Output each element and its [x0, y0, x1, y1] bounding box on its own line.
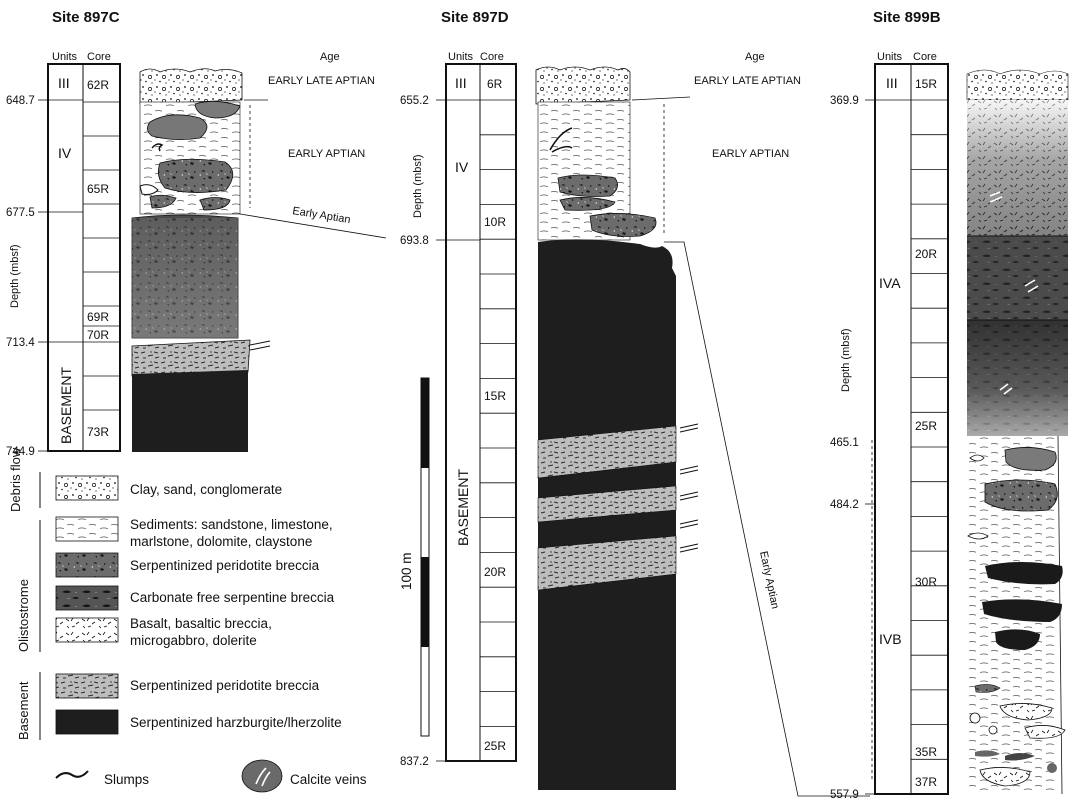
- depth-label: 484.2: [830, 499, 859, 511]
- depth-label: 655.2: [400, 95, 429, 107]
- legend-group-label: Debris flow: [8, 447, 23, 512]
- legend: Debris flow Olistostrome Basement Clay, …: [8, 447, 367, 793]
- age-label: EARLY APTIAN: [288, 148, 365, 160]
- unit-label: IV: [58, 145, 72, 161]
- legend-label: Calcite veins: [290, 772, 367, 787]
- core-header: Core: [913, 51, 937, 63]
- depth-label: 837.2: [400, 756, 429, 768]
- age-label: EARLY LATE APTIAN: [694, 75, 801, 87]
- legend-group-label: Olistostrome: [16, 579, 31, 652]
- calcite-vein-icon: [241, 759, 283, 793]
- legend-swatch: [55, 709, 119, 735]
- correlation-label: Early Aptian: [757, 550, 781, 610]
- correlation-label: Early Aptian: [292, 205, 352, 226]
- legend-label: marlstone, dolomite, claystone: [130, 534, 312, 549]
- legend-swatch: [55, 552, 119, 578]
- core-label: 70R: [87, 328, 109, 342]
- legend-swatch: [55, 673, 119, 699]
- units-header: Units: [448, 51, 474, 63]
- depth-axis-label: Depth (mbsf): [9, 244, 21, 308]
- core-column: [445, 63, 517, 762]
- core-label: 62R: [87, 78, 109, 92]
- site-title: Site 899B: [873, 9, 941, 26]
- age-label: EARLY LATE APTIAN: [268, 75, 375, 87]
- slump-icon: [55, 770, 89, 779]
- unit-label: BASEMENT: [58, 367, 74, 444]
- age-header: Age: [320, 51, 340, 63]
- lithology-log: [535, 66, 699, 790]
- legend-group-label: Debris flow: [8, 447, 23, 512]
- depth-axis-label: Depth (mbsf): [840, 328, 852, 392]
- legend-label: Slumps: [104, 772, 149, 787]
- depth-axis-label: Depth (mbsf): [412, 154, 424, 218]
- legend-label: Carbonate free serpentine breccia: [130, 590, 335, 605]
- depth-label: 744.9: [6, 446, 35, 458]
- unit-label: III: [58, 75, 70, 91]
- legend-group-label: Basement: [16, 681, 31, 740]
- depth-label: 677.5: [6, 207, 35, 219]
- legend-label: Serpentinized harzburgite/lherzolite: [130, 715, 342, 730]
- core-header: Core: [480, 51, 504, 63]
- site-899b: Site 899B Units Core 369.9 465.1 484.2 5…: [830, 9, 1069, 801]
- units-header: Units: [877, 51, 903, 63]
- core-label: 6R: [487, 77, 503, 91]
- depth-label: 648.7: [6, 95, 35, 107]
- site-title: Site 897C: [52, 9, 120, 26]
- core-label: 65R: [87, 182, 109, 196]
- age-header: Age: [745, 51, 765, 63]
- legend-swatch: [55, 617, 119, 643]
- age-label: EARLY APTIAN: [712, 148, 789, 160]
- unit-label: BASEMENT: [455, 469, 471, 546]
- unit-label: IV: [455, 159, 469, 175]
- core-label: 37R: [915, 775, 937, 789]
- legend-swatch: [55, 585, 119, 611]
- unit-label: IVB: [879, 631, 902, 647]
- core-label: 73R: [87, 425, 109, 439]
- core-column: [47, 63, 121, 452]
- core-label: 15R: [484, 389, 506, 403]
- legend-swatch: [55, 516, 119, 542]
- legend-label: microgabbro, dolerite: [130, 633, 257, 648]
- unit-label: III: [886, 75, 898, 91]
- core-label: 15R: [915, 77, 937, 91]
- depth-label: 557.9: [830, 789, 859, 801]
- legend-swatch: [55, 475, 119, 501]
- scale-bar-label: 100 m: [399, 552, 414, 590]
- core-label: 10R: [484, 215, 506, 229]
- legend-label: Sediments: sandstone, limestone,: [130, 517, 333, 532]
- legend-label: Clay, sand, conglomerate: [130, 482, 282, 497]
- depth-label: 713.4: [6, 337, 35, 349]
- depth-label: 465.1: [830, 437, 859, 449]
- legend-label: Basalt, basaltic breccia,: [130, 616, 272, 631]
- unit-label: III: [455, 75, 467, 91]
- core-label: 25R: [915, 419, 937, 433]
- lithology-log: [131, 68, 271, 452]
- depth-label: 693.8: [400, 235, 429, 247]
- unit-label: IVA: [879, 275, 901, 291]
- site-897c: Site 897C Units Core Age 648.7 677.5 713…: [6, 9, 387, 458]
- core-label: 69R: [87, 310, 109, 324]
- site-897d: Site 897D Units Core Age 655.2 693.8 837…: [399, 9, 870, 797]
- lithology-log: [966, 69, 1069, 795]
- core-label: 20R: [915, 247, 937, 261]
- core-label: 35R: [915, 745, 937, 759]
- scale-bar: 100 m: [399, 377, 430, 737]
- legend-label: Serpentinized peridotite breccia: [130, 678, 320, 693]
- units-header: Units: [52, 51, 78, 63]
- site-title: Site 897D: [441, 9, 509, 26]
- depth-label: 369.9: [830, 95, 859, 107]
- core-label: 25R: [484, 739, 506, 753]
- legend-label: Serpentinized peridotite breccia: [130, 558, 320, 573]
- core-label: 20R: [484, 565, 506, 579]
- core-header: Core: [87, 51, 111, 63]
- core-label: 30R: [915, 575, 937, 589]
